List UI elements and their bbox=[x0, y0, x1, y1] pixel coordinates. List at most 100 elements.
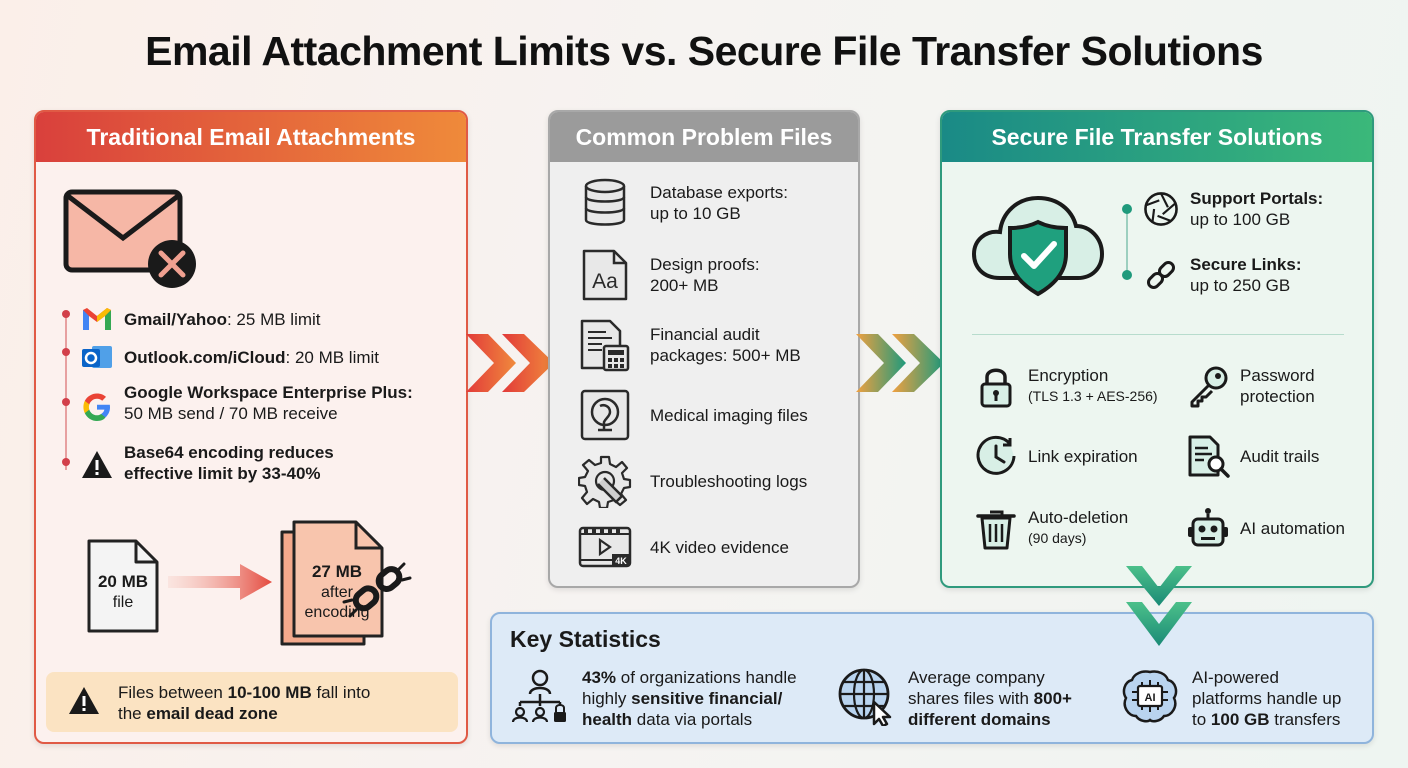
encoded-file-icon bbox=[280, 520, 412, 646]
design-line1: Design proofs: bbox=[650, 255, 760, 274]
provider-gmail: Gmail/Yahoo: 25 MB limit bbox=[62, 302, 321, 336]
options-connector-line bbox=[1126, 206, 1128, 276]
small-file-icon bbox=[87, 539, 159, 633]
option-support-portals: Support Portals: up to 100 GB bbox=[1142, 188, 1323, 230]
encoding-arrow bbox=[168, 564, 272, 600]
secure-transfer-header: Secure File Transfer Solutions bbox=[942, 112, 1372, 162]
video-line1: 4K video evidence bbox=[650, 537, 789, 557]
svg-text:AI: AI bbox=[1145, 692, 1156, 704]
provider-google-workspace: Google Workspace Enterprise Plus: 50 MB … bbox=[62, 382, 413, 424]
dead-zone-term: email dead zone bbox=[146, 704, 278, 723]
financial-line2: packages: 500+ MB bbox=[650, 346, 801, 365]
medical-line1: Medical imaging files bbox=[650, 405, 808, 425]
secure-links-title: Secure Links: bbox=[1190, 255, 1302, 274]
support-portals-title: Support Portals: bbox=[1190, 189, 1324, 208]
svg-text:Aa: Aa bbox=[592, 270, 618, 293]
robot-icon bbox=[1188, 508, 1228, 547]
database-line1: Database exports: bbox=[650, 183, 788, 202]
support-portals-limit: up to 100 GB bbox=[1190, 210, 1291, 229]
option-secure-links: Secure Links: up to 250 GB bbox=[1142, 254, 1302, 296]
password-label: Password bbox=[1240, 366, 1315, 385]
envelope-error-icon bbox=[63, 189, 196, 288]
problem-files-header: Common Problem Files bbox=[550, 112, 858, 162]
financial-line1: Financial audit bbox=[650, 325, 760, 344]
outlook-limit: : 20 MB limit bbox=[285, 348, 380, 367]
option-dot-2 bbox=[1122, 270, 1132, 280]
stat3-l3: to bbox=[1192, 710, 1211, 729]
google-icon bbox=[83, 393, 110, 421]
encoded-file-size: 27 MB bbox=[311, 562, 363, 581]
problem-files-panel: Common Problem Files Database exports: up… bbox=[548, 110, 860, 588]
base64-line2: effective limit by 33-40% bbox=[124, 464, 321, 483]
outlook-name: Outlook.com/iCloud bbox=[124, 348, 286, 367]
small-file-label: file bbox=[112, 594, 134, 611]
flow-arrows-left bbox=[466, 334, 554, 392]
database-icon bbox=[584, 178, 626, 226]
font-file-icon: Aa bbox=[582, 249, 628, 301]
stat1-l1: of organizations handle bbox=[616, 668, 797, 687]
problem-file-financial: Financial audit packages: 500+ MB bbox=[578, 318, 801, 372]
key-statistics-panel: Key Statistics 43% of organizations hand… bbox=[490, 612, 1374, 744]
flow-arrows-down bbox=[1126, 566, 1192, 646]
dead-zone-warning-icon bbox=[69, 687, 99, 714]
audit-doc-icon bbox=[1188, 435, 1230, 478]
base64-note: Base64 encoding reduces effective limit … bbox=[62, 442, 334, 484]
encryption-label: Encryption bbox=[1028, 366, 1109, 385]
key-icon bbox=[1190, 366, 1228, 408]
right-divider bbox=[972, 334, 1344, 335]
warning-icon bbox=[82, 451, 112, 478]
option-dot-1 bbox=[1122, 204, 1132, 214]
stat1-l2: highly bbox=[582, 689, 632, 708]
stat3-l1: AI-powered bbox=[1192, 668, 1279, 687]
lock-icon bbox=[980, 368, 1012, 408]
stat2-l3: different domains bbox=[908, 710, 1051, 729]
secure-transfer-panel: Secure File Transfer Solutions Support P… bbox=[940, 110, 1374, 588]
traditional-email-header: Traditional Email Attachments bbox=[36, 112, 466, 162]
secure-links-limit: up to 250 GB bbox=[1190, 276, 1291, 295]
stat2-l2: shares files with bbox=[908, 689, 1034, 708]
database-line2: up to 10 GB bbox=[650, 204, 741, 223]
feature-audit-trails: Audit trails bbox=[1186, 434, 1319, 478]
page-title: Email Attachment Limits vs. Secure File … bbox=[145, 28, 1263, 74]
dead-zone-mid: fall into bbox=[311, 683, 371, 702]
stat1-l3n: data via portals bbox=[632, 710, 753, 729]
svg-text:4K: 4K bbox=[615, 556, 627, 566]
logs-line1: Troubleshooting logs bbox=[650, 471, 808, 491]
key-statistics-header: Key Statistics bbox=[510, 626, 661, 652]
problem-file-design: Aa Design proofs:200+ MB bbox=[578, 248, 760, 302]
feature-encryption: Encryption (TLS 1.3 + AES-256) bbox=[974, 364, 1158, 408]
problem-file-video: 4K 4K video evidence bbox=[578, 520, 789, 574]
stat1-percent: 43% bbox=[582, 668, 617, 687]
medical-scan-icon bbox=[580, 389, 630, 441]
stat1-l2b: sensitive financial/ bbox=[631, 689, 783, 708]
workspace-limit: 50 MB send / 70 MB receive bbox=[124, 404, 338, 423]
org-chart-icon bbox=[511, 669, 566, 723]
problem-file-medical: Medical imaging files bbox=[578, 388, 808, 442]
dead-zone-warning: Files between 10-100 MB fall into the em… bbox=[46, 672, 458, 732]
gmail-icon bbox=[83, 308, 111, 330]
encoded-file-line3: encoding bbox=[304, 604, 370, 621]
gear-wrench-icon bbox=[578, 455, 632, 508]
flow-arrows-right bbox=[856, 334, 944, 392]
workspace-name: Google Workspace Enterprise Plus: bbox=[124, 383, 413, 402]
stat2-l1: Average company bbox=[908, 668, 1045, 687]
ai-brain-icon: AI bbox=[1122, 670, 1178, 723]
outlook-icon bbox=[82, 346, 112, 368]
encryption-sub: (TLS 1.3 + AES-256) bbox=[1028, 388, 1158, 404]
problem-file-logs: Troubleshooting logs bbox=[578, 454, 807, 508]
dead-zone-range: 10-100 MB bbox=[227, 683, 312, 702]
ai-automation-label: AI automation bbox=[1240, 518, 1345, 538]
gmail-limit: : 25 MB limit bbox=[226, 310, 321, 329]
stat-domains: Average company shares files with 800+ d… bbox=[836, 666, 1072, 730]
cloud-shield-icon bbox=[972, 195, 1104, 297]
dead-zone-pre: Files between bbox=[118, 683, 228, 702]
stat3-size: 100 GB bbox=[1210, 710, 1270, 729]
stat2-count: 800+ bbox=[1033, 689, 1072, 708]
link-icon bbox=[1146, 260, 1176, 290]
link-expiration-label: Link expiration bbox=[1028, 446, 1138, 466]
dead-zone-pre2: the bbox=[118, 704, 147, 723]
provider-connector-line bbox=[65, 312, 67, 470]
provider-outlook: Outlook.com/iCloud: 20 MB limit bbox=[62, 340, 380, 374]
feature-ai-automation: AI automation bbox=[1186, 506, 1345, 550]
